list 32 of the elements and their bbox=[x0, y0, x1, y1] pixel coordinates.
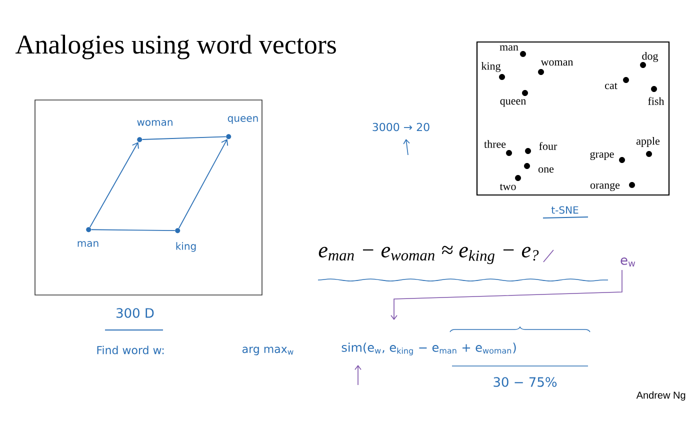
word-label: one bbox=[538, 167, 554, 173]
handwritten-note: sim(e$_{w}$, e$_{king}$ − e$_{man}$ + e$_{woman}$) bbox=[342, 342, 516, 356]
point-label: king bbox=[176, 242, 196, 252]
author-credit: Andrew Ng bbox=[636, 391, 686, 401]
point-label: woman bbox=[137, 120, 172, 126]
point-label: man bbox=[78, 241, 98, 247]
word-label: grape bbox=[590, 152, 614, 160]
word-label: two bbox=[500, 184, 516, 190]
word-label: woman bbox=[540, 60, 574, 66]
word-label: queen bbox=[500, 99, 526, 107]
handwritten-note: 300 D bbox=[116, 308, 154, 318]
word-label: dog bbox=[642, 52, 658, 62]
frame-box bbox=[34, 100, 262, 296]
word-label: cat bbox=[605, 82, 618, 90]
word-label: man bbox=[500, 45, 518, 51]
word-label: apple bbox=[636, 137, 660, 147]
handwritten-note: arg max$_{w}$ bbox=[242, 346, 294, 356]
word-label: orange bbox=[590, 183, 620, 191]
ratio-note: 3000 → 20 bbox=[372, 122, 430, 132]
word-label: king bbox=[481, 62, 501, 72]
word-label: four bbox=[539, 142, 558, 150]
handwritten-note: e$_{w}$ bbox=[620, 257, 636, 267]
word-label: three bbox=[484, 140, 506, 148]
arrow bbox=[89, 142, 139, 228]
handwritten-note: Find word w: bbox=[97, 346, 164, 354]
arrow bbox=[178, 138, 228, 229]
handwritten-note: t-SNE bbox=[551, 206, 578, 214]
handwritten-note: 30 − 75% bbox=[494, 377, 557, 387]
word-label: fish bbox=[648, 97, 664, 105]
analogy-equation: e$_{man}$ − e$_{woman}$ ≈ e$_{king}$ − e$_{?}$ bbox=[318, 246, 539, 264]
point-label: queen bbox=[228, 116, 258, 124]
slide-title: Analogies using word vectors bbox=[15, 34, 336, 60]
